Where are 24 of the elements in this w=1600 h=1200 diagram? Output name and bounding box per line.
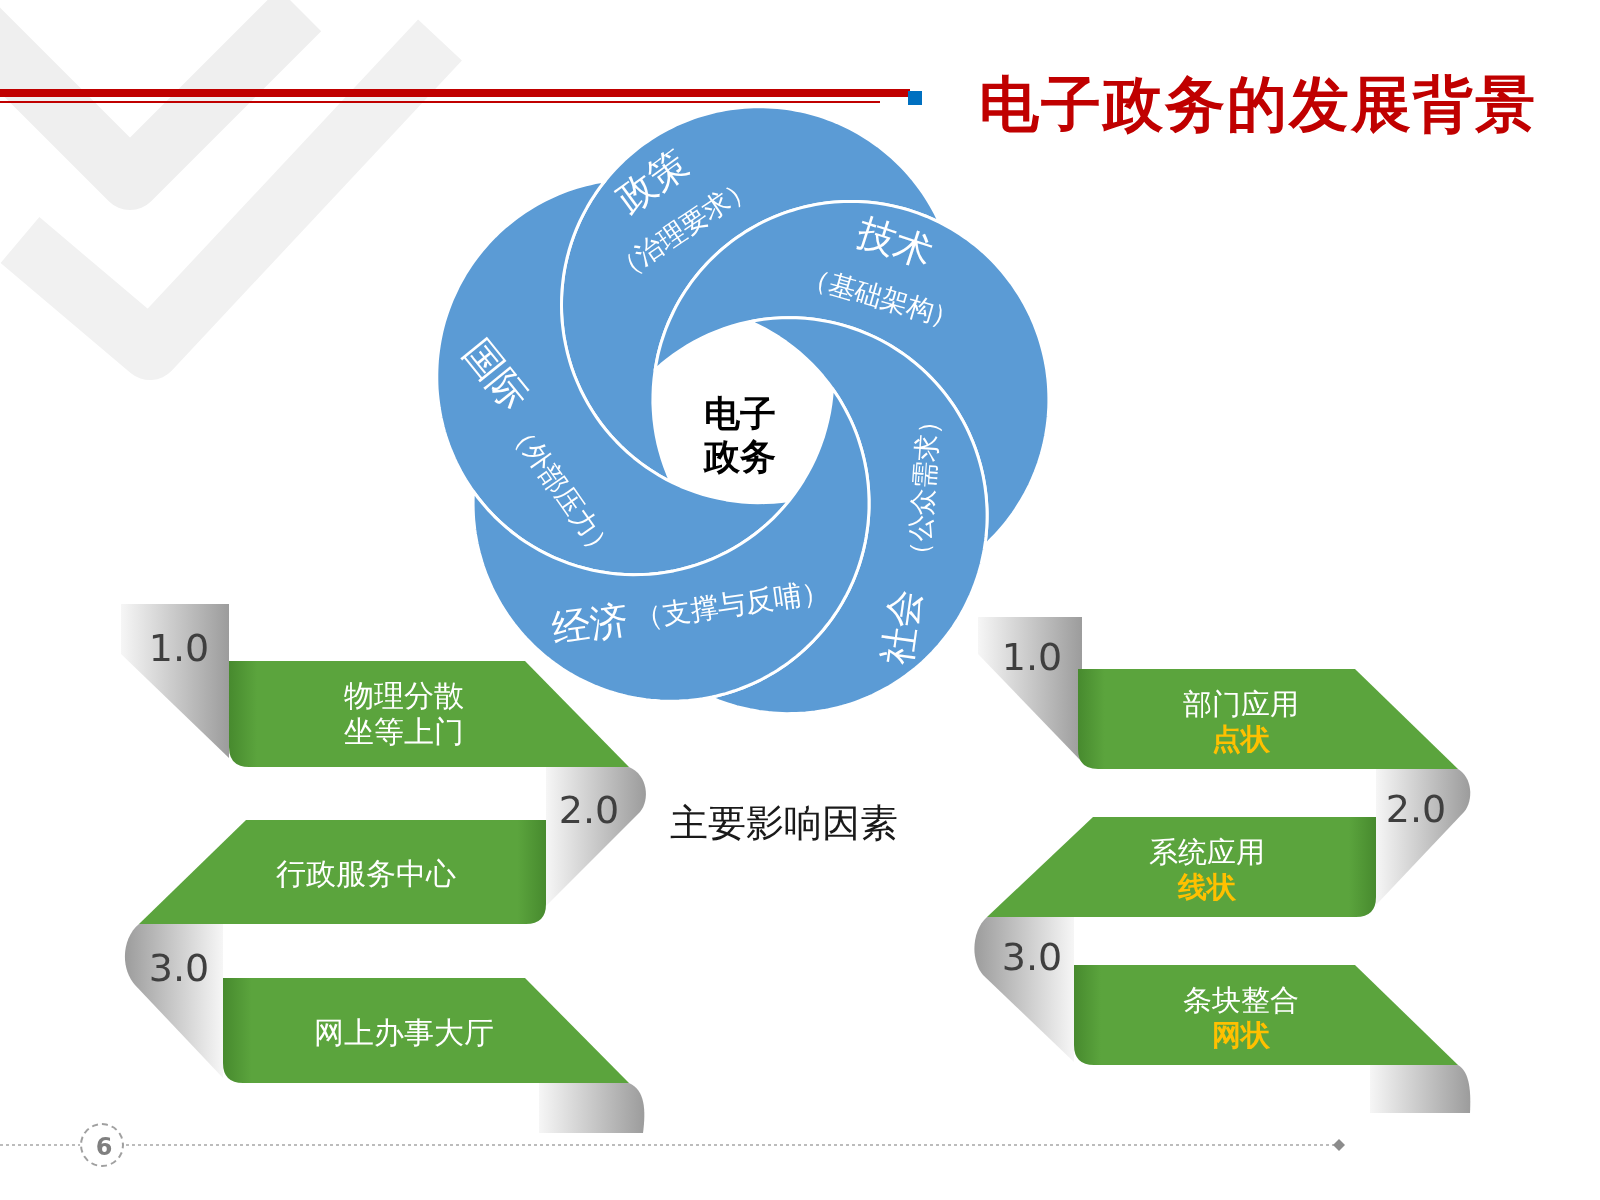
version-number: 3.0 (1001, 935, 1063, 981)
petal-title: 技术 (852, 209, 939, 275)
band-highlight: 线状 (1178, 869, 1236, 905)
petal-subtitle: （公众需求） (902, 406, 946, 570)
page-number: 6 (95, 1132, 113, 1162)
version-number: 1.0 (1001, 635, 1063, 681)
version-number: 2.0 (558, 788, 620, 834)
band-text: 网上办事大厅 (314, 1015, 494, 1051)
hub-label: 电子政务 (702, 391, 777, 479)
band-text: 行政服务中心 (276, 856, 456, 892)
band-text: 条块整合 (1183, 982, 1299, 1018)
band-highlight: 点状 (1212, 721, 1270, 757)
slide-title: 电子政务的发展背景 (979, 68, 1537, 140)
diagram-caption: 主要影响因素 (670, 801, 898, 847)
band-text: 物理分散坐等上门 (343, 678, 465, 750)
band-text: 系统应用 (1149, 834, 1265, 870)
version-number: 3.0 (148, 946, 210, 992)
version-number: 2.0 (1385, 787, 1447, 833)
version-number: 1.0 (148, 626, 210, 672)
band-highlight: 网状 (1212, 1017, 1270, 1053)
band-text: 部门应用 (1183, 686, 1299, 722)
petal-title: 社会 (874, 586, 930, 668)
petal-subtitle: （支撑与反哺） (632, 574, 832, 636)
petal-title: 经济 (549, 597, 631, 653)
